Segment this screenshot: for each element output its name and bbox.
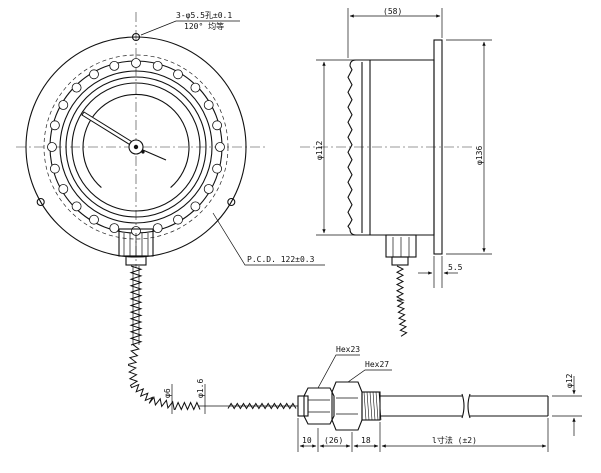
side-capillary (395, 265, 408, 337)
side-bezel-knurl (347, 59, 370, 236)
dim18-label: 18 (361, 436, 371, 445)
thread-line (378, 391, 382, 421)
mount-hole-right (227, 197, 236, 207)
hex27-label: Hex27 (365, 360, 389, 369)
holes-label: 3-φ5.5孔±0.1 (176, 11, 232, 20)
pointer-marker (141, 150, 145, 154)
hex27-nut (331, 381, 363, 431)
hex27-leader (347, 369, 392, 383)
knurl (58, 100, 69, 110)
knurl (152, 223, 163, 234)
bulb-ferrule (297, 395, 309, 417)
thread-line (372, 391, 376, 421)
knurl (215, 142, 225, 152)
diml-label: l寸法 (±2) (432, 435, 477, 445)
knurl (173, 214, 183, 225)
thread-line (366, 391, 370, 421)
stem-nut (125, 255, 147, 266)
dia6-label: φ6 (163, 388, 172, 398)
dia136-label: φ136 (475, 146, 484, 165)
pointer-pin (133, 144, 139, 150)
hex23-leader (317, 354, 360, 389)
front-view: 3-φ5.5孔±0.1 120° 均等 P.C.D. 122±0.3 (16, 11, 325, 268)
bezel-inner (59, 70, 213, 224)
knurl (109, 223, 120, 234)
dial-scale-arc (82, 93, 190, 189)
bezel-knurls (47, 58, 225, 236)
side-view: (58) φ112 φ136 5.5 (300, 7, 492, 337)
capillary: φ6 φ1.6 (127, 265, 298, 414)
bulb-break (461, 393, 465, 419)
holes-leader (140, 20, 240, 36)
mount-hole-left (36, 197, 45, 207)
knurl (212, 120, 223, 131)
flange-thk-label: 5.5 (448, 263, 463, 272)
capillary-spring-upper (129, 265, 143, 346)
thread-line (363, 391, 367, 421)
pcd-label: P.C.D. 122±0.3 (247, 255, 315, 264)
thread-line (369, 391, 373, 421)
depth-label: (58) (383, 7, 402, 16)
knurl (203, 184, 214, 194)
capillary-spring-lower (127, 343, 201, 411)
hex23-label: Hex23 (336, 345, 360, 354)
knurl (152, 61, 163, 71)
knurl (203, 100, 214, 110)
bulb-break (467, 393, 471, 419)
knurl (131, 58, 141, 68)
knurl (109, 61, 120, 71)
mount-hole-top (131, 32, 141, 42)
thread-line (375, 391, 379, 421)
hex23-nut (303, 387, 335, 425)
dia16-label: φ1.6 (196, 379, 205, 398)
sensor-bulb: Hex23 Hex27 φ12 10 (26) 18 l寸法 (±2) (297, 345, 582, 452)
knurl (71, 201, 82, 212)
knurl (190, 201, 201, 212)
pointer-needle (81, 111, 135, 147)
side-case (370, 59, 435, 236)
holes-spacing-label: 120° 均等 (184, 21, 224, 31)
knurl (71, 82, 82, 93)
pcd-leader (212, 212, 325, 266)
dia12-label: φ12 (565, 373, 574, 388)
knurl (58, 184, 69, 194)
knurl (173, 69, 183, 80)
knurl (190, 82, 201, 93)
capillary-spring-tail (227, 402, 297, 410)
dia112-label: φ112 (315, 141, 324, 160)
knurl (50, 120, 60, 131)
dim10-label: 10 (302, 436, 312, 445)
dial-outer (65, 76, 207, 218)
thread-lines (363, 391, 382, 421)
dim26-label: (26) (324, 436, 343, 445)
dial-face (71, 82, 201, 212)
knurl (50, 163, 60, 174)
knurl (89, 214, 99, 225)
side-stem-nut (391, 256, 409, 266)
knurl (89, 69, 99, 80)
flange-outline (25, 36, 247, 258)
pcd-circle (43, 54, 229, 240)
knurl (47, 142, 57, 152)
knurl (212, 163, 223, 174)
